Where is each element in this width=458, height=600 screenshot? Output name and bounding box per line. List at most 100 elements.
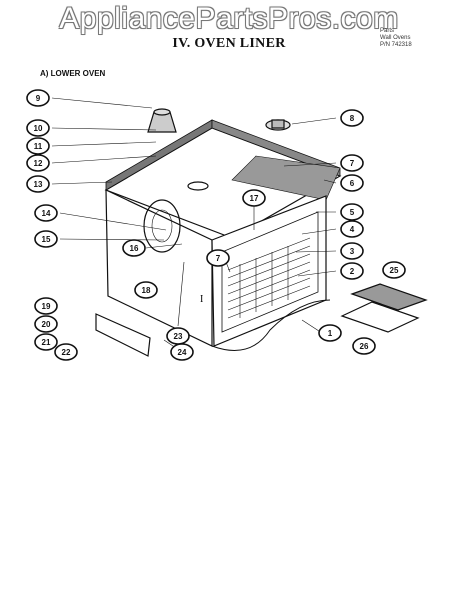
callout-number: 6 [350,179,355,188]
callout-10: 10 [26,119,50,137]
callout-7: 7 [340,154,364,172]
callout-number: 14 [42,209,51,218]
oven-liner-drawing [51,97,428,357]
callout-bubble [34,297,58,315]
callout-number: 10 [34,124,43,133]
callout-number: 24 [178,348,187,357]
callout-12: 12 [26,154,50,172]
callout-bubble [340,220,364,238]
page-title: IV. OVEN LINER [172,36,286,51]
callout-number: 8 [350,114,355,123]
vent-opening [187,181,209,191]
callout-bubble [340,203,364,221]
callout-bubble [34,333,58,351]
callout-26: 26 [352,337,376,355]
broiler-grid [350,283,428,311]
callout-number: 9 [36,94,41,103]
callout-number: 13 [34,180,43,189]
callout-21: 21 [34,333,58,351]
callout-number: 17 [250,194,259,203]
callout-number: 18 [142,286,151,295]
corner-note-line1: Parts [380,28,395,34]
callout-bubble [134,281,158,299]
callout-number: 12 [34,159,43,168]
leader-lines [51,97,337,353]
callout-bubble [26,89,50,107]
callout-bubble [170,343,194,361]
callout-11: 11 [26,137,50,155]
callout-5: 5 [340,203,364,221]
broiler-pan [340,301,420,333]
callout-19: 19 [34,297,58,315]
callout-number: 20 [42,320,51,329]
callout-bubble [122,239,146,257]
callout-22: 22 [54,343,78,361]
callout-1: 1 [318,324,342,342]
callout-bubble [26,154,50,172]
callout-8: 8 [340,109,364,127]
callout-bubble [34,230,58,248]
corner-note-line3: P/N 742318 [380,42,412,48]
callout-number: 16 [130,244,139,253]
callout-14: 14 [34,204,58,222]
callout-24: 24 [170,343,194,361]
door-gasket [211,299,331,351]
corner-note: Parts Wall Ovens P/N 742318 [380,28,412,49]
callout-bubble [34,204,58,222]
callout-25: 25 [382,261,406,279]
callout-17: 17 [242,189,266,207]
callout-bubble [352,337,376,355]
corner-note-line2: Wall Ovens [380,35,411,41]
callout-13: 13 [26,175,50,193]
callout-bubble [26,119,50,137]
callout-bubble [340,262,364,280]
callout-number: 22 [62,348,71,357]
callout-2: 2 [340,262,364,280]
callout-bubble [318,324,342,342]
callout-3: 3 [340,242,364,260]
callout-18: 18 [134,281,158,299]
section-label: A) LOWER OVEN [40,69,106,78]
callout-23: 23 [166,327,190,345]
callout-9: 9 [26,89,50,107]
callout-7: 7 [206,249,230,267]
callout-number: 19 [42,302,51,311]
callout-bubble [340,154,364,172]
callout-bubble [26,175,50,193]
callout-number: 23 [174,332,183,341]
watermark: AppliancePartsPros.com [59,2,399,35]
callout-number: 4 [350,225,355,234]
callout-number: 5 [350,208,355,217]
callout-bubble [340,109,364,127]
callout-number: 25 [390,266,399,275]
oven-rack [227,237,311,319]
mounting-bracket [95,313,151,357]
callout-16: 16 [122,239,146,257]
callout-number: 1 [328,329,333,338]
callout-number: 7 [216,254,221,263]
callout-bubble [242,189,266,207]
callout-15: 15 [34,230,58,248]
callout-bubble [34,315,58,333]
callout-number: 26 [360,342,369,351]
callout-bubble [206,249,230,267]
convection-fan-opening [143,199,181,253]
callout-number: 21 [42,338,51,347]
callout-bubble [54,343,78,361]
callout-6: 6 [340,174,364,192]
callout-number: 15 [42,235,51,244]
side-label: I [200,294,203,305]
callout-bubble [340,174,364,192]
callout-4: 4 [340,220,364,238]
callout-number: 2 [350,267,355,276]
callout-bubble [340,242,364,260]
callout-number: 3 [350,247,355,256]
callout-bubble [382,261,406,279]
callout-bubble [26,137,50,155]
callout-20: 20 [34,315,58,333]
callout-number: 7 [350,159,355,168]
callout-group: 1234567789101112131415161718192021222324… [26,89,406,361]
callout-number: 11 [34,142,43,151]
